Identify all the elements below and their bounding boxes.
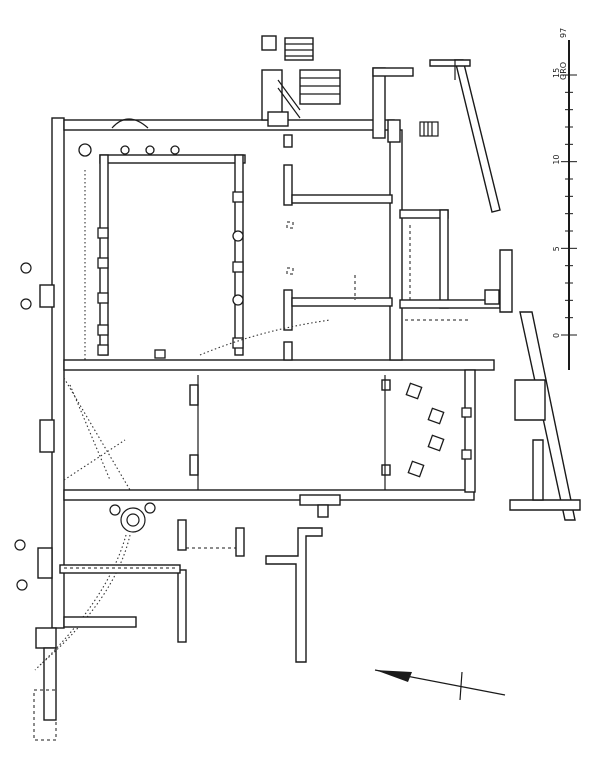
scale-bar: 0 5 10 15 97 GRO bbox=[552, 28, 577, 370]
east-complex bbox=[372, 59, 581, 521]
scale-tick-label: 15 bbox=[552, 68, 561, 78]
north-courtyard bbox=[63, 118, 495, 371]
central-hall bbox=[63, 369, 476, 501]
west-outer-wall bbox=[35, 117, 65, 721]
scale-ticks: 0 5 10 15 bbox=[552, 68, 577, 338]
outlying-features bbox=[14, 262, 57, 741]
south-rooms bbox=[34, 494, 341, 671]
northeast-staircase bbox=[261, 35, 341, 127]
north-arrow-icon bbox=[374, 669, 506, 701]
scale-tick-label: 0 bbox=[552, 333, 561, 338]
scale-code: 97 bbox=[559, 28, 568, 38]
scale-label: GRO bbox=[559, 62, 568, 80]
scale-tick-label: 10 bbox=[552, 154, 561, 164]
scale-tick-label: 5 bbox=[552, 246, 561, 251]
